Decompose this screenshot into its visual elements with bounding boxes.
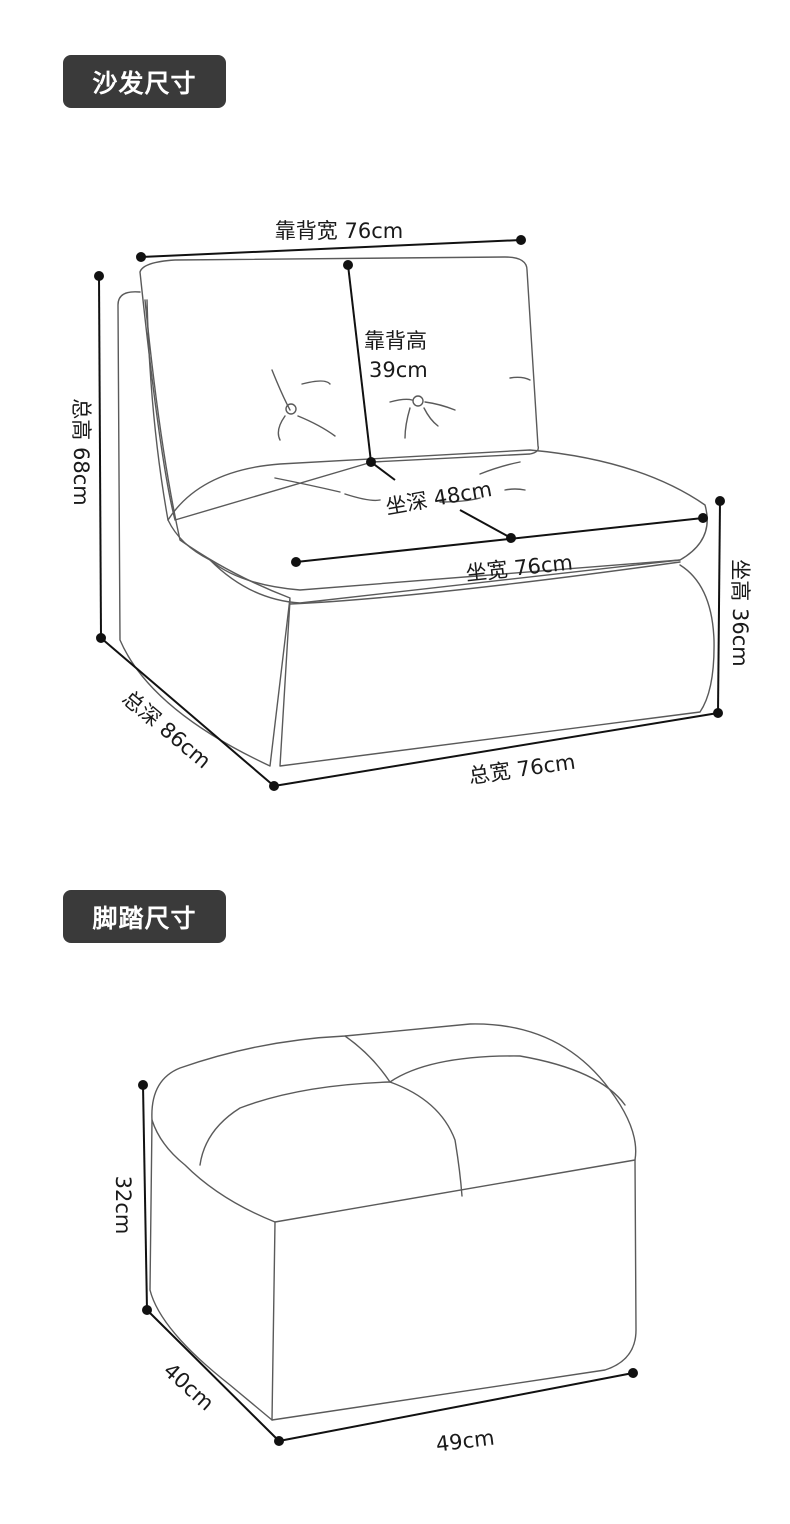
back-width-label: 靠背宽 76cm xyxy=(275,219,403,243)
seat-height-label: 坐高 36cm xyxy=(728,559,752,666)
ottoman-left-side xyxy=(149,1119,273,1421)
ottoman-width-label: 49cm xyxy=(435,1426,496,1457)
sofa-outline xyxy=(117,256,715,767)
ottoman-outline xyxy=(149,1023,637,1421)
ottoman-height-label: 32cm xyxy=(111,1176,135,1235)
sofa-base-front xyxy=(279,564,715,767)
total-width-dimension: 总宽 76cm xyxy=(273,712,719,789)
seat-width-label: 坐宽 76cm xyxy=(465,550,574,585)
back-height-value: 39cm xyxy=(369,358,428,382)
total-depth-dimension: 总深 86cm xyxy=(100,637,279,791)
seat-width-dimension: 坐宽 76cm xyxy=(291,513,708,586)
ottoman-diagram: 32cm 40cm 49cm xyxy=(111,1023,638,1457)
total-height-dimension: 总高 68cm xyxy=(69,271,106,643)
ottoman-dimensions-heading: 脚踏尺寸 xyxy=(63,890,226,943)
seat-depth-label: 坐深 48cm xyxy=(384,477,494,519)
sofa-left-side xyxy=(117,291,291,767)
back-width-dimension: 靠背宽 76cm xyxy=(136,219,526,262)
back-height-dimension: 靠背高 39cm xyxy=(343,260,428,467)
ottoman-depth-dimension: 40cm xyxy=(146,1309,284,1446)
seat-height-dimension: 坐高 36cm xyxy=(713,496,752,718)
sofa-back-cushion xyxy=(139,256,540,521)
sofa-dimensions-heading: 沙发尺寸 xyxy=(63,55,226,108)
sofa-diagram: 靠背宽 76cm 靠背高 39cm 总高 68cm 坐深 48cm 坐宽 76c… xyxy=(69,219,752,791)
ottoman-height-dimension: 32cm xyxy=(111,1080,152,1315)
total-width-label: 总宽 76cm xyxy=(467,750,577,789)
ottoman-depth-label: 40cm xyxy=(159,1358,219,1415)
ottoman-width-dimension: 49cm xyxy=(278,1368,638,1457)
total-depth-label: 总深 86cm xyxy=(118,686,216,773)
back-height-label: 靠背高 xyxy=(364,329,427,353)
ottoman-top-cushion xyxy=(151,1023,637,1223)
total-height-label: 总高 68cm xyxy=(69,398,93,505)
ottoman-front-face xyxy=(271,1159,637,1421)
seat-depth-dimension: 坐深 48cm xyxy=(370,461,516,543)
